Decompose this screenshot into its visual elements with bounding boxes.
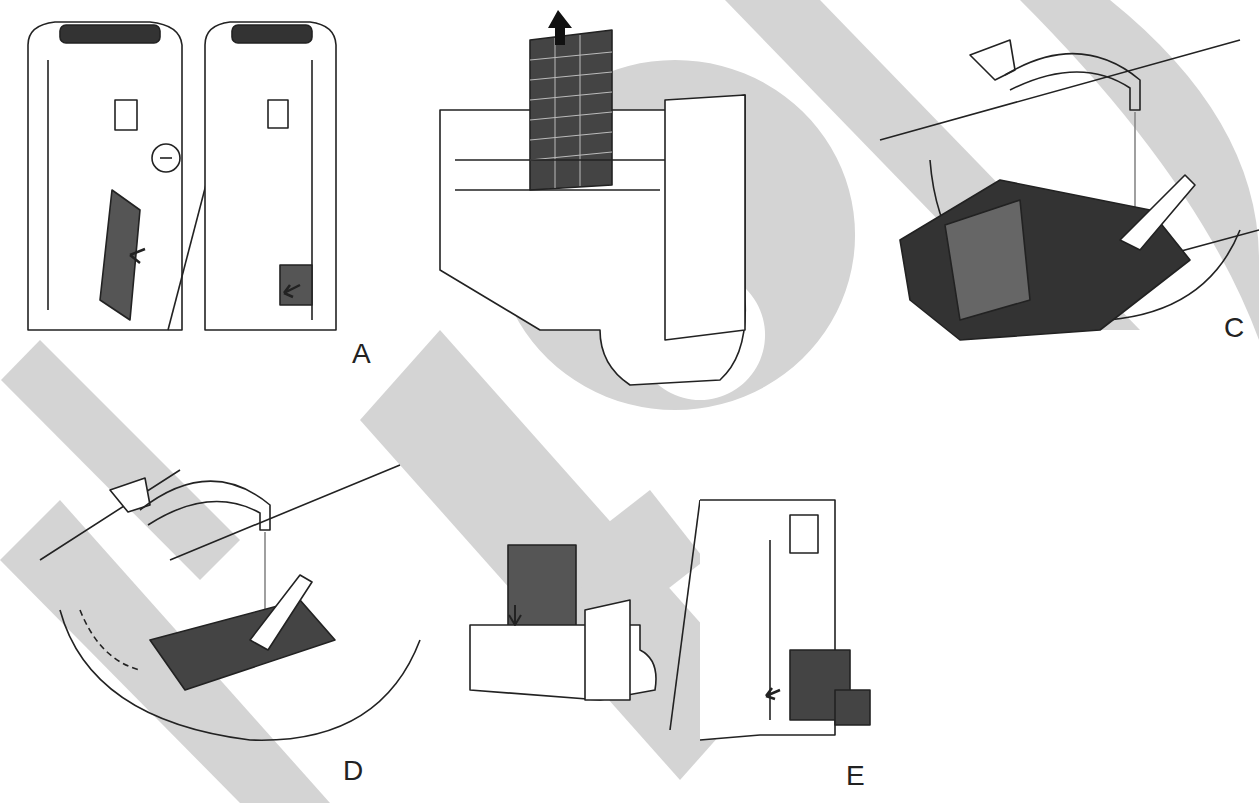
step-letter: E (846, 762, 865, 790)
step-letter: C (1224, 314, 1244, 342)
line-art (28, 10, 1259, 740)
step-letter: D (343, 757, 363, 785)
step-letter: A (352, 340, 371, 368)
